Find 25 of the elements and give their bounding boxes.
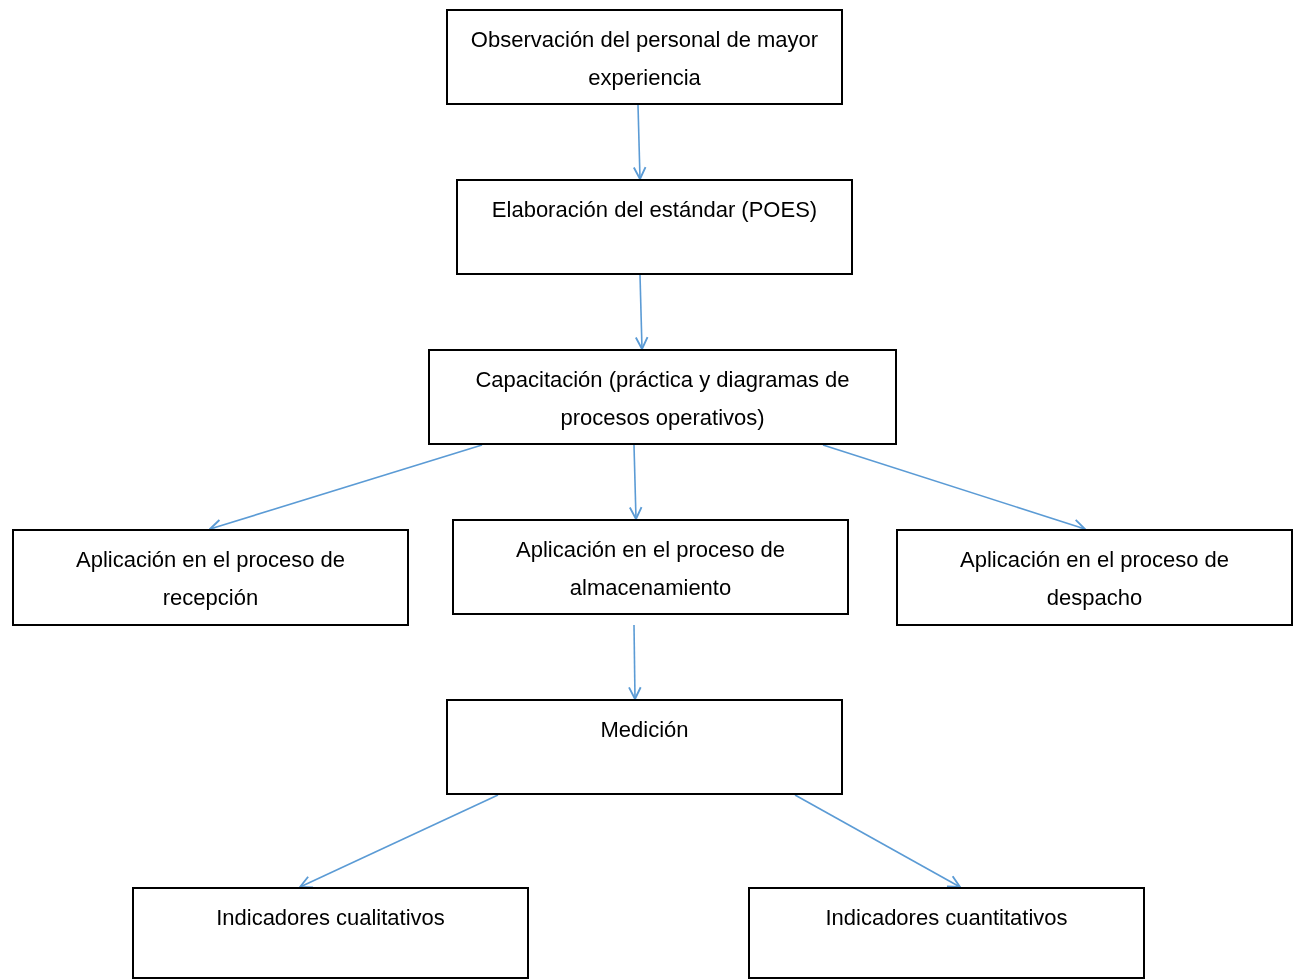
arrow (632, 104, 647, 180)
box-text: Aplicación en el proceso de almacenamiento (514, 536, 787, 602)
process-box (446, 699, 843, 795)
arrow (628, 624, 642, 700)
arrow (634, 274, 649, 350)
box-text: Medición (600, 716, 689, 744)
process-box (428, 349, 897, 445)
box-text: Aplicación en el proceso de despacho (958, 546, 1231, 612)
process-box (456, 179, 853, 275)
box-text: Capacitación (práctica y diagramas de procesos operativos) (474, 366, 851, 432)
process-box (132, 887, 529, 979)
process-box (748, 887, 1145, 979)
box-text: Indicadores cuantitativos (825, 904, 1068, 932)
box-text: Observación del personal de mayor experiencia (469, 26, 820, 92)
arrow (299, 794, 499, 889)
process-box (446, 9, 843, 105)
arrow (822, 444, 1086, 532)
box-text: Elaboración del estándar (POES) (491, 196, 818, 224)
box-text: Aplicación en el proceso de recepción (74, 546, 347, 612)
process-box (452, 519, 849, 615)
arrow (628, 444, 643, 520)
process-box (896, 529, 1293, 626)
box-text: Indicadores cualitativos (216, 904, 445, 932)
arrow (794, 794, 961, 888)
process-box (12, 529, 409, 626)
